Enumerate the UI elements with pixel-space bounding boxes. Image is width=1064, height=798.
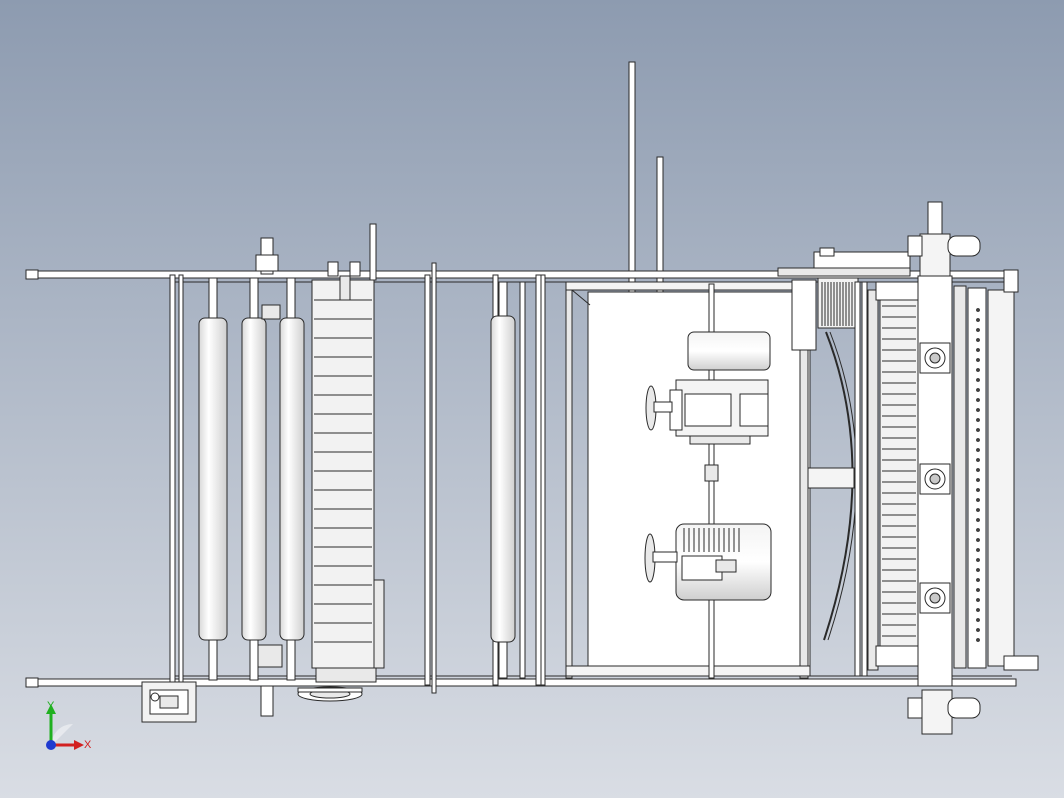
perforation-hole [976,528,980,532]
frame-post [540,274,546,686]
frame-post [424,274,431,686]
chain-drive [297,667,377,702]
perforation-hole [976,578,980,582]
perforation-hole [976,488,980,492]
perforation-hole [976,508,980,512]
perforation-hole [976,428,980,432]
perforation-hole [976,388,980,392]
perforation-hole [976,308,980,312]
perforation-hole [976,568,980,572]
perforation-hole [976,548,980,552]
bearing-housing [919,463,951,495]
frame-post [431,262,437,694]
perforation-hole [976,478,980,482]
perforation-hole [976,448,980,452]
perforation-hole [976,468,980,472]
frame-post [519,281,526,679]
bearing-housing [919,342,951,374]
perforation-hole [976,458,980,462]
gearbox-icon [645,331,771,445]
roller [241,237,279,717]
perforation-hole [976,418,980,422]
electric-motor-icon [644,523,772,601]
perforation-hole [976,348,980,352]
right-column [907,201,981,735]
frame-post [535,274,542,686]
perforation-hole [976,368,980,372]
perforation-hole [976,498,980,502]
rail-end-cap-top [25,269,39,280]
perforation-hole [976,328,980,332]
perforation-hole [976,438,980,442]
frame-post [169,274,176,686]
frame-post [178,274,184,686]
rail-end-cap-bottom [25,677,39,688]
top-drive-assembly [777,247,911,489]
perforation-hole [976,618,980,622]
roller [490,281,516,679]
roller [198,277,228,681]
perforation-hole [976,588,980,592]
axis-x-label: X [84,739,92,751]
perforation-hole [976,408,980,412]
bearing-block [141,681,197,723]
bearing-housing [919,582,951,614]
perforation-hole [976,318,980,322]
perforation-hole [976,358,980,362]
perforation-hole [976,558,980,562]
perforation-hole [976,638,980,642]
perforation-hole [976,398,980,402]
perforation-hole [976,598,980,602]
perforation-hole [976,538,980,542]
coordinate-triad-icon: Y X [46,700,92,751]
axis-y-label: Y [47,700,55,712]
perforation-hole [976,628,980,632]
roller [279,277,305,681]
perforated-plate [953,269,1039,671]
perforation-hole [976,338,980,342]
perforation-hole [976,518,980,522]
ribbed-feed-unit [311,223,385,669]
perforation-hole [976,378,980,382]
ribbed-pressing-unit [875,281,919,667]
perforation-hole [976,608,980,612]
